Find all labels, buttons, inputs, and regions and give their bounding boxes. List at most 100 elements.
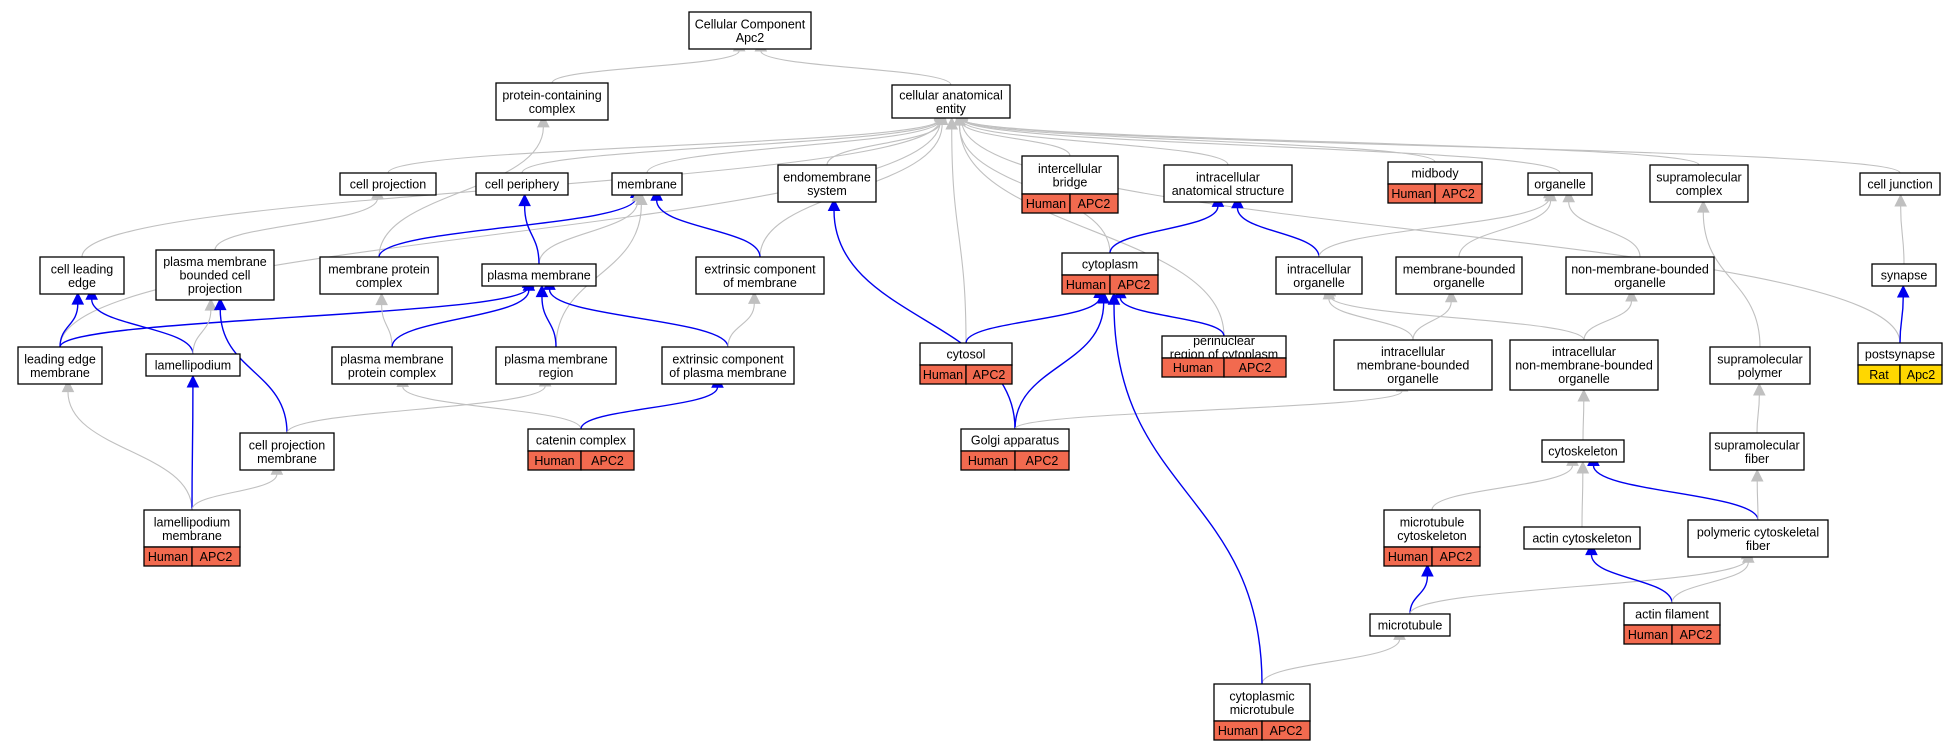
node-label-af-line-0: actin filament — [1635, 608, 1709, 622]
annotation-species-cytosol: Human — [923, 368, 963, 382]
annotation-gene-mtc: APC2 — [1440, 550, 1473, 564]
edge-part-of-golgi-to-cyto — [1014, 302, 1105, 430]
annotation-species-ps: Rat — [1869, 368, 1889, 382]
edge-is-a-imbo-to-mbo — [1412, 301, 1452, 341]
arrowhead-pmr-to-pm — [535, 284, 549, 298]
node-pm[interactable]: plasma membrane — [481, 263, 597, 287]
node-box-smp — [1709, 346, 1811, 385]
arrowhead-pcf-to-smf — [1750, 468, 1764, 482]
edge-is-a-ecpm-to-ecm — [727, 303, 755, 348]
node-csk[interactable]: cytoskeleton — [1541, 439, 1625, 463]
arrowhead-nmbo-to-org — [1562, 189, 1576, 203]
node-label-pcf-line-1: fiber — [1746, 539, 1770, 553]
node-lam[interactable]: lamellipodium — [145, 353, 241, 377]
node-label-cmt-line-1: microtubule — [1230, 703, 1295, 717]
node-label-smp-line-0: supramolecular — [1717, 352, 1802, 366]
edge-is-a-mpc-to-pcc — [378, 126, 544, 258]
node-label-cpm-line-0: cell projection — [249, 438, 325, 452]
node-label-ecpm-line-1: of plasma membrane — [669, 366, 786, 380]
node-label-endo-line-1: system — [807, 184, 847, 198]
node-syn[interactable]: synapse — [1871, 263, 1937, 287]
node-box-cj — [1859, 172, 1941, 196]
node-label-pmpc-line-1: protein complex — [348, 366, 437, 380]
annotation-species-cat: Human — [534, 454, 574, 468]
node-label-ps-line-0: postsynapse — [1865, 348, 1935, 362]
edge-part-of-ps-to-syn — [1899, 296, 1904, 344]
edge-is-a-cpm-to-pmr — [286, 385, 546, 434]
arrowhead-mpc-to-pcc — [537, 114, 550, 128]
node-mem[interactable]: membrane — [611, 172, 683, 196]
edge-is-a-ias-to-cae — [961, 119, 1229, 166]
node-label-cc-line-1: Apc2 — [736, 31, 765, 45]
node-box-cc — [688, 11, 812, 50]
node-cper[interactable]: cell periphery — [475, 172, 569, 196]
node-inmbo[interactable]: intracellularnon-membrane-boundedorganel… — [1509, 339, 1659, 391]
node-label-golgi-line-0: Golgi apparatus — [971, 434, 1059, 448]
annotation-cell-golgi-gene — [1014, 450, 1070, 471]
node-box-mem — [611, 172, 683, 196]
edge-part-of-cytosol-to-cyto — [965, 297, 1101, 344]
node-mt[interactable]: microtubule — [1369, 613, 1451, 637]
node-label-smf-line-1: fiber — [1745, 452, 1769, 466]
edge-is-a-lamm-to-cpm — [191, 474, 278, 511]
edge-is-a-pm-to-mem — [538, 200, 639, 265]
edge-is-a-inmbo-to-io — [1329, 295, 1585, 341]
node-label-cproj-line-0: cell projection — [350, 178, 426, 192]
node-cproj[interactable]: cell projection — [339, 172, 437, 196]
node-box-cle — [39, 256, 125, 295]
edge-is-a-pcf-to-smf — [1756, 480, 1759, 521]
node-acsk[interactable]: actin cytoskeleton — [1523, 526, 1641, 550]
node-label-ecm-line-0: extrinsic component — [704, 262, 816, 276]
edge-part-of-cyto-to-ias — [1109, 206, 1219, 254]
arrowhead-syn-to-cj — [1894, 193, 1907, 207]
edge-is-a-mtc-to-csk — [1431, 465, 1574, 511]
node-box-mpc — [319, 256, 439, 295]
node-cj[interactable]: cell junction — [1859, 172, 1941, 196]
annotation-species-pnr: Human — [1173, 361, 1213, 375]
edge-is-a-acsk-to-csk — [1581, 472, 1584, 528]
node-label-pm-line-0: plasma membrane — [487, 269, 591, 283]
node-org[interactable]: organelle — [1527, 172, 1593, 196]
node-label-cpm-line-1: membrane — [257, 452, 317, 466]
edge-is-a-mbo-to-org — [1458, 200, 1552, 258]
annotation-cell-lamm-gene — [191, 546, 241, 567]
annotation-cell-cat-gene — [580, 450, 635, 471]
edge-part-of-cat-to-ecpm — [580, 386, 719, 430]
node-box-pmbcp — [155, 249, 275, 301]
node-box-cproj — [339, 172, 437, 196]
